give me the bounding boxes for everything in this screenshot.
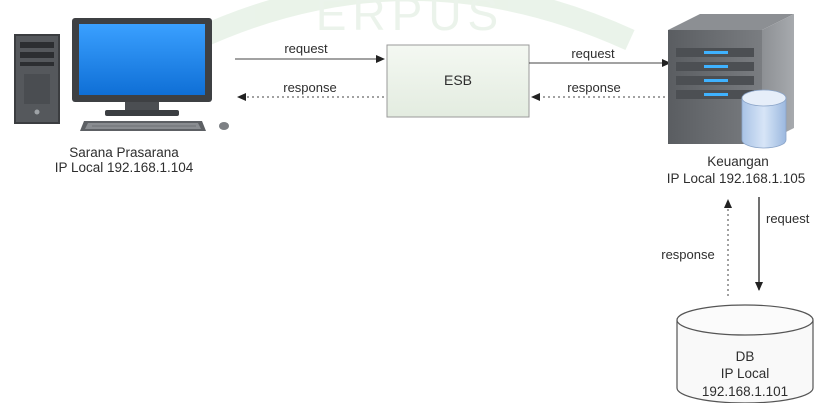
client-ip: IP Local 192.168.1.104	[55, 160, 194, 175]
database-ip-line1: IP Local	[721, 366, 770, 381]
esb-label: ESB	[444, 72, 472, 88]
edge-db-server-response: response	[661, 199, 732, 296]
pc-tower	[14, 34, 60, 124]
mouse-icon	[219, 122, 229, 130]
edge-label-request: request	[571, 46, 615, 61]
server-database-cylinder	[741, 89, 787, 149]
keyboard	[80, 121, 206, 131]
edge-label-response: response	[567, 80, 620, 95]
edge-client-esb-request: request	[235, 41, 385, 63]
edge-label-request: request	[766, 211, 810, 226]
edge-server-db-request: request	[755, 197, 810, 291]
edge-server-esb-response: response	[531, 80, 670, 101]
database-ip-line2: 192.168.1.101	[702, 384, 788, 399]
edge-esb-client-response: response	[237, 80, 384, 101]
edge-label-response: response	[661, 247, 714, 262]
esb-node: ESB	[386, 44, 530, 118]
server-ip: IP Local 192.168.1.105	[667, 171, 806, 186]
desktop-computer-icon	[14, 18, 229, 131]
database-name: DB	[736, 349, 755, 364]
watermark-text: ERPUS	[316, 0, 504, 40]
monitor	[72, 18, 212, 116]
edge-label-request: request	[284, 41, 328, 56]
server-with-database-icon	[668, 14, 794, 149]
edge-esb-server-request: request	[529, 46, 671, 67]
database-cylinder-top	[676, 304, 814, 336]
server-name: Keuangan	[707, 154, 769, 169]
monitor-screen	[79, 24, 205, 95]
client-name: Sarana Prasarana	[69, 145, 179, 160]
server-drive-bays	[676, 48, 754, 99]
watermark: ERPUS	[190, 0, 635, 51]
edge-label-response: response	[283, 80, 336, 95]
database-node: DB IP Local 192.168.1.101	[676, 304, 814, 404]
